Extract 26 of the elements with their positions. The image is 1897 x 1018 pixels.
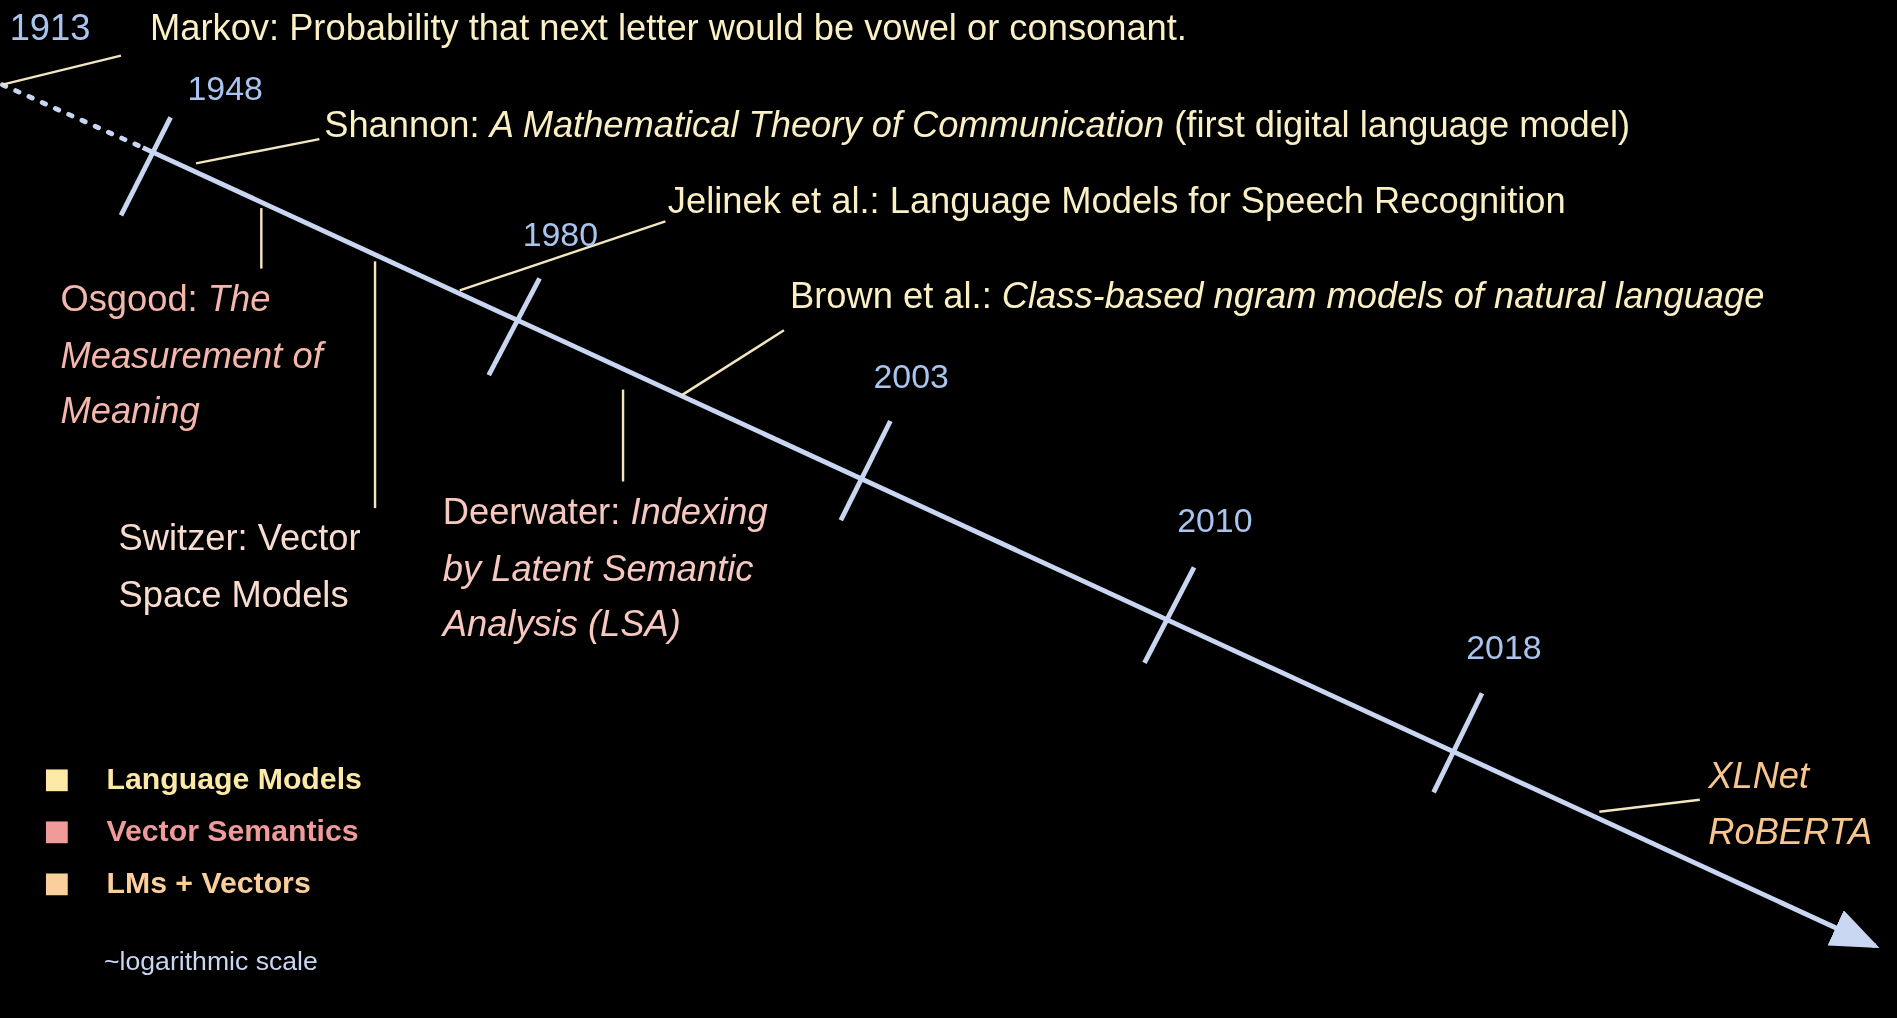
- year-label: 1948: [187, 69, 263, 110]
- event-label: Jelinek et al.: Language Models for Speech Recognition: [667, 173, 1566, 230]
- event-label: Osgood: The Measurement of Meaning: [60, 271, 339, 440]
- event-label: Switzer: Vector Space Models: [118, 510, 421, 624]
- leader-line: [2, 54, 122, 86]
- leader-line: [621, 389, 625, 482]
- year-label: 2003: [873, 357, 949, 398]
- leader-line: [1599, 798, 1700, 813]
- legend-label: LMs + Vectors: [106, 864, 311, 901]
- leader-line: [680, 329, 785, 397]
- year-label: 2018: [1466, 628, 1542, 669]
- leader-line: [459, 220, 666, 292]
- legend-label: Language Models: [106, 759, 362, 797]
- event-label: Brown et al.: Class-based ngram models of natural language: [790, 268, 1765, 325]
- event-label: Shannon: A Mathematical Theory of Communication (first digital language model): [324, 96, 1631, 154]
- year-label: 1913: [9, 0, 91, 57]
- legend-label: Vector Semantics: [106, 812, 359, 849]
- event-label: Markov: Probability that next letter would be vowel or consonant.: [150, 0, 1187, 57]
- year-label: 1980: [522, 214, 598, 255]
- scale-note: ~logarithmic scale: [104, 945, 318, 979]
- event-label: XLNet RoBERTA: [1708, 747, 1890, 861]
- leader-line: [260, 208, 263, 269]
- year-label: 2010: [1177, 501, 1253, 542]
- leader-line: [195, 137, 320, 165]
- leader-line: [373, 261, 377, 509]
- event-label: Deerwater: Indexing by Latent Semantic Analysis (LSA): [442, 483, 806, 653]
